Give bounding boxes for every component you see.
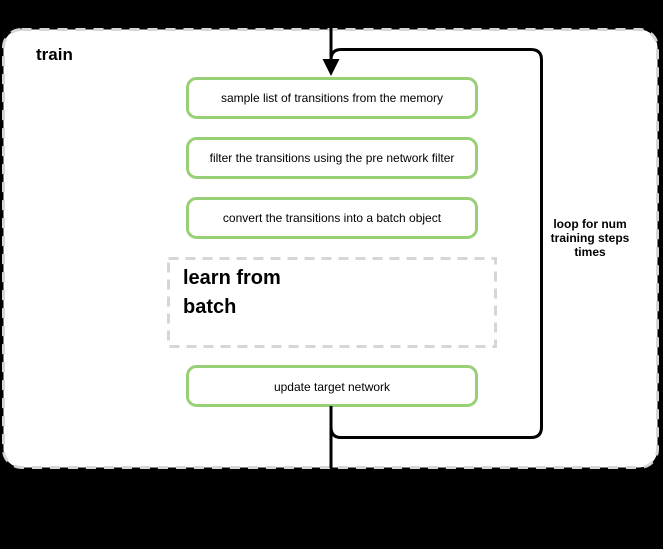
subprocess-box-border	[167, 257, 497, 348]
step-box-convert-batch	[186, 197, 478, 239]
arrowhead-icon	[322, 59, 340, 76]
train-container-label: train	[36, 45, 73, 64]
step-box-sample-transitions	[186, 77, 478, 119]
step-box-update-target-network	[186, 365, 478, 407]
subprocess-label-learn-from-batch: learn from batch	[183, 267, 281, 318]
step-box-filter-transitions	[186, 137, 478, 179]
step-label-filter-transitions: filter the transitions using the pre net…	[209, 150, 455, 165]
step-label-update-target-network: update target network	[273, 379, 391, 394]
loop-annotation: loop for num training steps times	[550, 217, 630, 259]
step-label-sample-transitions: sample list of transitions from the memo…	[220, 90, 444, 105]
step-label-convert-batch: convert the transitions into a batch obj…	[222, 210, 442, 225]
loop-boundary	[329, 48, 543, 439]
